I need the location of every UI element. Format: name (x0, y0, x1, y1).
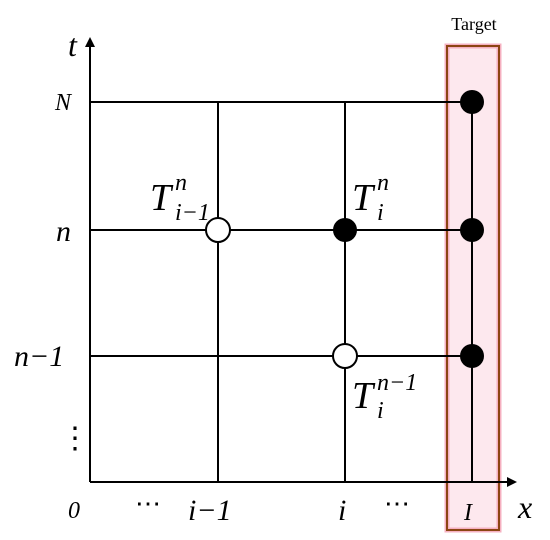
target-box (446, 45, 500, 531)
node-label-sub: i−1 (175, 200, 210, 226)
filled-node-i-n (333, 218, 357, 242)
filled-node-I-N (460, 90, 484, 114)
open-node-i-minus-1-n (205, 217, 231, 243)
node-label-base: T (352, 375, 376, 417)
node-label-T-i-minus-1-n: T n i−1 (150, 170, 210, 226)
y-tick-N: N (54, 90, 73, 116)
node-label-sup: n (377, 170, 389, 196)
x-axis-label: x (517, 489, 532, 525)
filled-node-I-n-minus-1 (460, 344, 484, 368)
y-tick-n-minus-1: n−1 (14, 340, 64, 373)
node-label-base: T (150, 177, 174, 219)
x-tick-origin: 0 (68, 498, 80, 524)
filled-node-I-n (460, 218, 484, 242)
grid-lines (90, 101, 473, 482)
target-label: Target (451, 14, 496, 34)
open-node-i-n-minus-1 (332, 343, 358, 369)
node-label-base: T (352, 177, 376, 219)
x-tick-I: I (463, 500, 473, 526)
x-tick-dots-right: ⋯ (384, 489, 410, 518)
x-tick-i: i (338, 494, 346, 527)
node-label-sup: n−1 (377, 370, 417, 396)
x-tick-i-minus-1: i−1 (188, 494, 232, 527)
node-label-sup: n (175, 170, 187, 196)
node-label-T-i-n-minus-1: T n−1 i (352, 370, 417, 424)
node-label-T-i-n: T n i (352, 170, 389, 226)
t-axis-label: t (68, 27, 78, 63)
y-tick-dots: ⋮ (60, 422, 90, 455)
y-tick-n: n (56, 215, 71, 248)
node-label-sub: i (377, 398, 384, 424)
node-label-sub: i (377, 200, 384, 226)
x-tick-dots-left: ⋯ (135, 489, 161, 518)
